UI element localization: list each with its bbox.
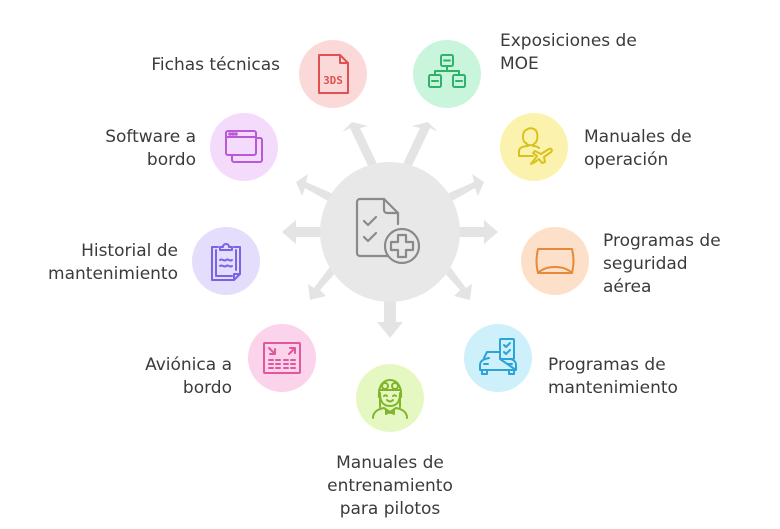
label-line: aérea — [603, 277, 652, 297]
label-line: entrenamiento — [327, 476, 453, 496]
hierarchy-icon — [428, 54, 466, 88]
node-fichas-tecnicas[interactable]: 3DS — [299, 40, 367, 108]
label-line: Exposiciones de — [500, 31, 637, 51]
label-line: Programas de — [603, 231, 721, 251]
label-line: Software a — [105, 127, 196, 147]
label-programas-mantenimiento: Programas de mantenimiento — [548, 354, 678, 400]
windows-icon — [225, 130, 263, 163]
label-historial-mantenimiento: Historial de mantenimiento — [48, 240, 178, 286]
panel-arrows-icon — [263, 342, 301, 374]
svg-text:3DS: 3DS — [323, 74, 343, 87]
pilot-goggles-icon — [372, 379, 408, 419]
car-checklist-icon — [479, 338, 517, 375]
node-manuales-entrenamiento[interactable] — [356, 364, 424, 432]
label-line: bordo — [182, 378, 232, 398]
label-avionica-a-bordo: Aviónica a bordo — [145, 354, 232, 400]
node-programas-mantenimiento[interactable] — [464, 324, 532, 392]
node-exposiciones-moe[interactable] — [413, 40, 481, 108]
3ds-file-icon: 3DS — [318, 54, 349, 94]
label-line: seguridad — [603, 254, 688, 274]
label-line: para pilotos — [339, 499, 441, 519]
checklist-document-add-icon — [355, 197, 421, 265]
label-line: Programas de — [548, 355, 666, 375]
curved-screen-icon — [535, 248, 575, 274]
node-avionica-a-bordo[interactable] — [248, 324, 316, 392]
label-manuales-operacion: Manuales de operación — [584, 126, 692, 172]
label-software-a-bordo: Software a bordo — [105, 126, 196, 172]
label-line: bordo — [146, 150, 196, 170]
label-line: Manuales de — [584, 127, 692, 147]
node-manuales-operacion[interactable] — [500, 113, 568, 181]
label-manuales-entrenamiento: Manuales de entrenamiento para pilotos — [300, 452, 480, 521]
node-software-a-bordo[interactable] — [210, 113, 278, 181]
label-programas-seguridad: Programas de seguridad aérea — [603, 230, 721, 299]
label-line: operación — [584, 150, 669, 170]
label-line: Historial de — [81, 241, 178, 261]
label-fichas-tecnicas: Fichas técnicas — [151, 54, 280, 77]
label-exposiciones-moe: Exposiciones de MOE — [500, 30, 637, 76]
clipboard-icon — [211, 243, 241, 281]
label-line: mantenimiento — [548, 378, 678, 398]
label-line: Aviónica a — [145, 355, 232, 375]
node-programas-seguridad[interactable] — [521, 227, 589, 295]
pilot-plane-icon — [518, 127, 553, 165]
label-line: Manuales de — [336, 453, 444, 473]
label-line: Fichas técnicas — [151, 55, 280, 75]
label-line: mantenimiento — [48, 264, 178, 284]
label-line: MOE — [500, 54, 539, 74]
node-historial-mantenimiento[interactable] — [192, 227, 260, 295]
center-hub — [320, 162, 460, 302]
